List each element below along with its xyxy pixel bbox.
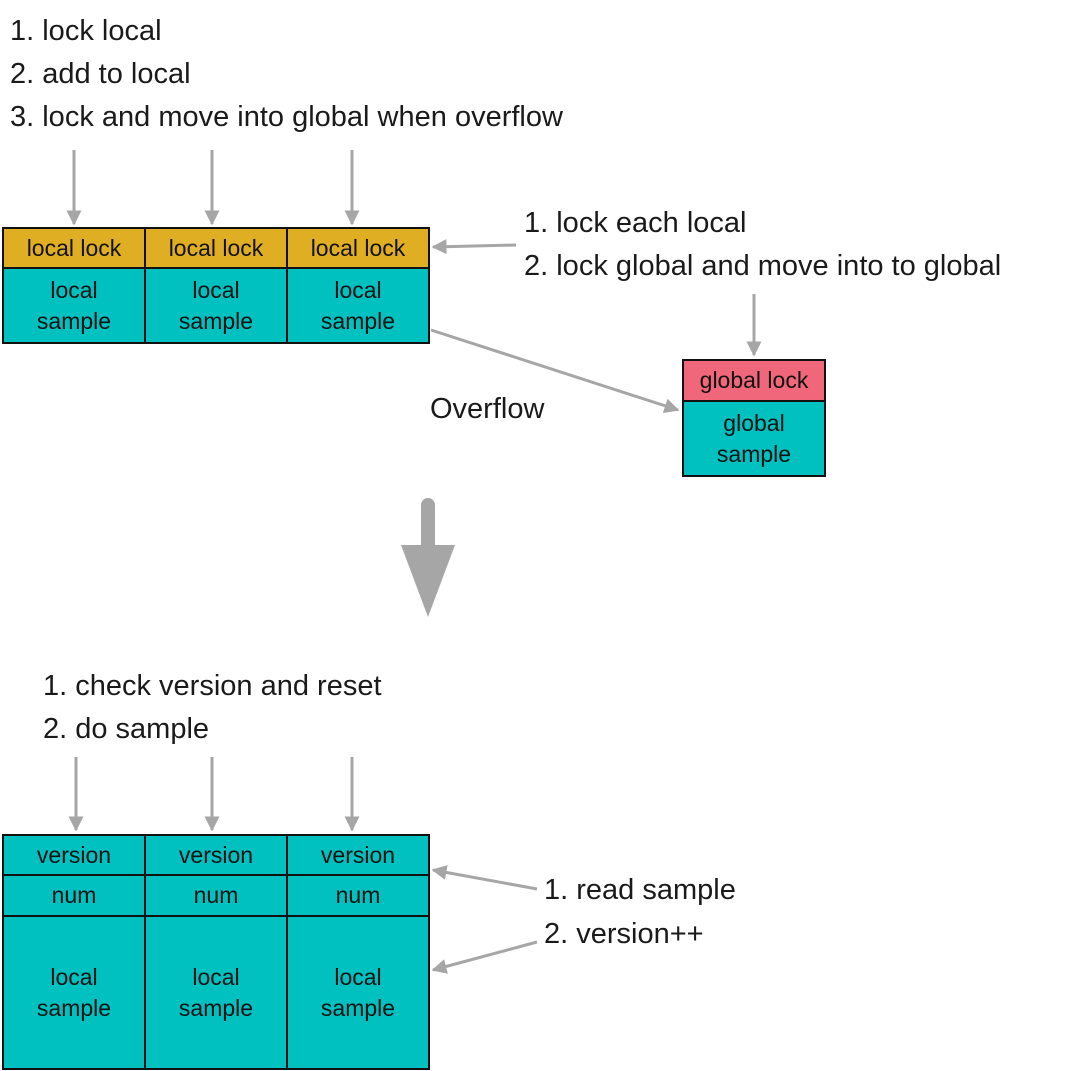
global-sample: global sample: [682, 400, 826, 477]
top-right-step-2: 2. lock global and move into to global: [524, 250, 1002, 282]
bottom-step-2: 2. do sample: [43, 713, 210, 745]
bottom-right-step-2: 2. version++: [544, 918, 704, 950]
local-sample-2: local sample: [144, 267, 288, 344]
arrow-overflow: [430, 328, 680, 413]
bottom-right-step-1: 1. read sample: [544, 874, 736, 906]
top-step-3: 3. lock and move into global when overfl…: [10, 101, 563, 133]
num-cell-3: num: [286, 874, 430, 917]
local-sample-1-label: local sample: [36, 276, 112, 334]
bottom-local-sample-3-label: local sample: [320, 963, 396, 1021]
bottom-local-sample-1-label: local sample: [36, 963, 112, 1021]
arrow-into-bottom-sample: [431, 940, 538, 974]
local-lock-1: local lock: [2, 227, 146, 269]
local-sample-3: local sample: [286, 267, 430, 344]
bottom-local-sample-1: local sample: [2, 915, 146, 1070]
global-lock: global lock: [682, 359, 826, 402]
bottom-local-sample-3: local sample: [286, 915, 430, 1070]
local-sample-2-label: local sample: [178, 276, 254, 334]
local-sample-3-label: local sample: [320, 276, 396, 334]
overflow-label: Overflow: [430, 393, 545, 425]
bottom-local-sample-2: local sample: [144, 915, 288, 1070]
arrow-into-version-row: [431, 865, 538, 891]
top-right-step-1: 1. lock each local: [524, 207, 747, 239]
top-step-1: 1. lock local: [10, 15, 162, 47]
global-sample-label: global sample: [716, 409, 792, 467]
local-sample-1: local sample: [2, 267, 146, 344]
bottom-local-sample-2-label: local sample: [178, 963, 254, 1021]
arrow-into-local-lock: [431, 239, 517, 255]
big-down-arrow: [401, 498, 455, 617]
bottom-step-1: 1. check version and reset: [43, 670, 382, 702]
top-step-2: 2. add to local: [10, 58, 191, 90]
